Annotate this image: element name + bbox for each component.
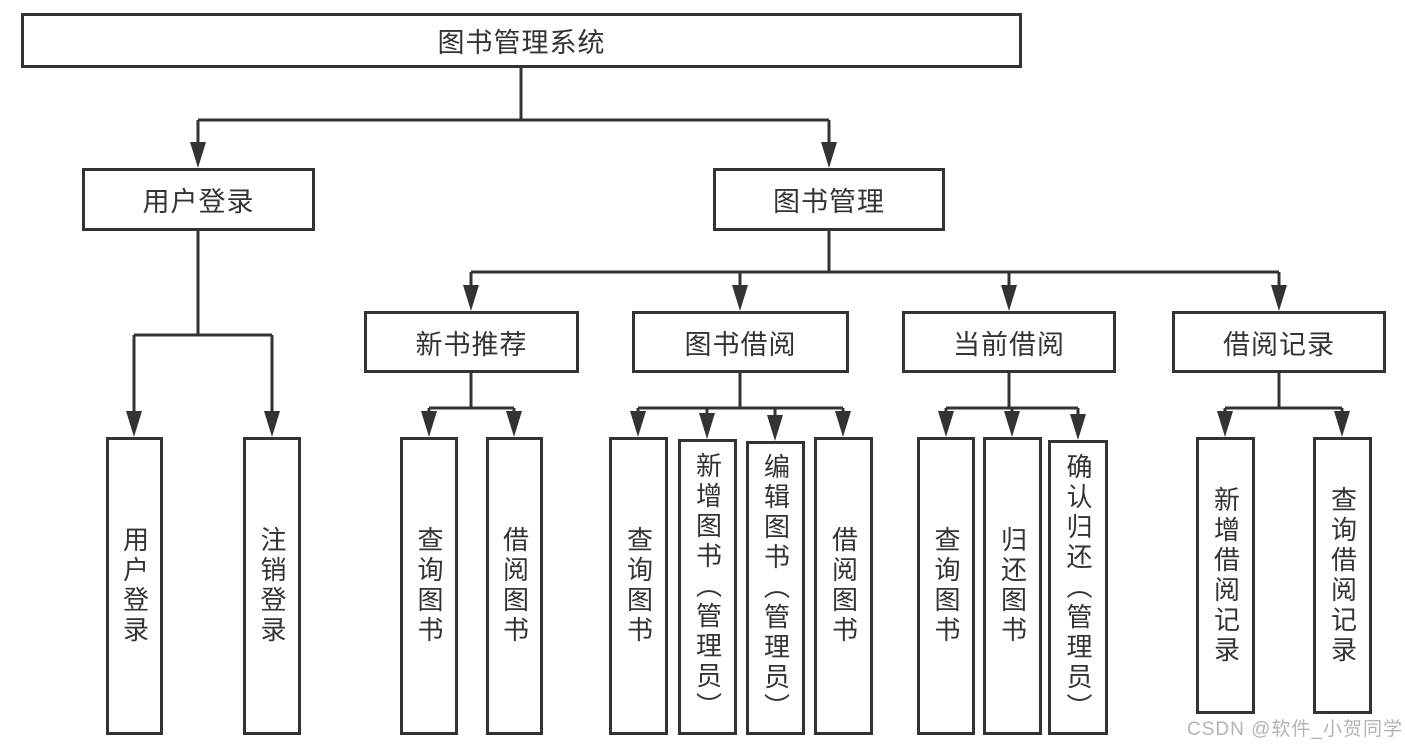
node-new-book-recommend: 新书推荐 (364, 311, 579, 373)
arrowhead (732, 285, 748, 311)
arrowhead (1004, 411, 1020, 437)
node-root: 图书管理系统 (21, 13, 1022, 68)
leaf-borrow-query-book: 查询图书 (609, 437, 668, 735)
arrowhead (190, 142, 206, 168)
leaf-return-book: 归还图书 (983, 437, 1042, 735)
leaf-recommend-query-book: 查询图书 (400, 437, 458, 735)
arrowhead (421, 411, 437, 437)
arrowhead (835, 411, 851, 437)
leaf-query-borrow-record-label: 查询借阅记录 (1327, 485, 1358, 666)
arrowhead (699, 413, 715, 439)
leaf-recommend-borrow-book-label: 借阅图书 (499, 526, 530, 646)
leaf-current-query-book-label: 查询图书 (931, 526, 961, 646)
leaf-borrow-book: 借阅图书 (814, 437, 873, 735)
node-user-login: 用户登录 (82, 168, 315, 231)
leaf-confirm-return-admin: 确认归还（管理员） (1048, 440, 1108, 735)
leaf-recommend-borrow-book: 借阅图书 (486, 437, 543, 735)
arrowhead (1271, 285, 1287, 311)
arrowhead (1217, 411, 1233, 437)
leaf-edit-book-admin: 编辑图书（管理员） (746, 441, 805, 735)
arrowhead (938, 411, 954, 437)
leaf-query-borrow-record: 查询借阅记录 (1313, 437, 1372, 714)
leaf-add-book-admin: 新增图书（管理员） (678, 439, 737, 735)
leaf-edit-book-admin-label: 编辑图书（管理员） (760, 453, 791, 723)
leaf-borrow-book-label: 借阅图书 (828, 526, 859, 646)
arrowhead (630, 411, 646, 437)
arrowhead (821, 142, 837, 168)
arrowhead (767, 415, 783, 441)
leaf-add-borrow-record-label: 新增借阅记录 (1210, 485, 1241, 666)
arrowhead (1334, 411, 1350, 437)
node-current-borrow: 当前借阅 (902, 311, 1116, 373)
leaf-add-book-admin-label: 新增图书（管理员） (692, 452, 723, 722)
node-borrow-record: 借阅记录 (1172, 311, 1386, 373)
leaf-user-login-label: 用户登录 (119, 526, 150, 646)
node-book-management: 图书管理 (713, 168, 945, 231)
arrowhead (1001, 285, 1017, 311)
leaf-current-query-book: 查询图书 (917, 437, 975, 735)
leaf-user-login: 用户登录 (106, 437, 163, 735)
arrowhead (506, 411, 522, 437)
arrowhead (264, 411, 280, 437)
leaf-logout: 注销登录 (243, 437, 301, 735)
leaf-add-borrow-record: 新增借阅记录 (1196, 437, 1255, 714)
leaf-logout-label: 注销登录 (257, 526, 287, 646)
leaf-recommend-query-book-label: 查询图书 (414, 526, 444, 646)
node-book-borrow: 图书借阅 (632, 311, 849, 373)
watermark: CSDN @软件_小贺同学 (1187, 719, 1403, 740)
leaf-return-book-label: 归还图书 (997, 526, 1028, 646)
arrowhead (126, 411, 142, 437)
arrowhead (463, 285, 479, 311)
arrowhead (1070, 414, 1086, 440)
leaf-confirm-return-admin-label: 确认归还（管理员） (1063, 452, 1093, 723)
leaf-borrow-query-book-label: 查询图书 (623, 526, 654, 646)
